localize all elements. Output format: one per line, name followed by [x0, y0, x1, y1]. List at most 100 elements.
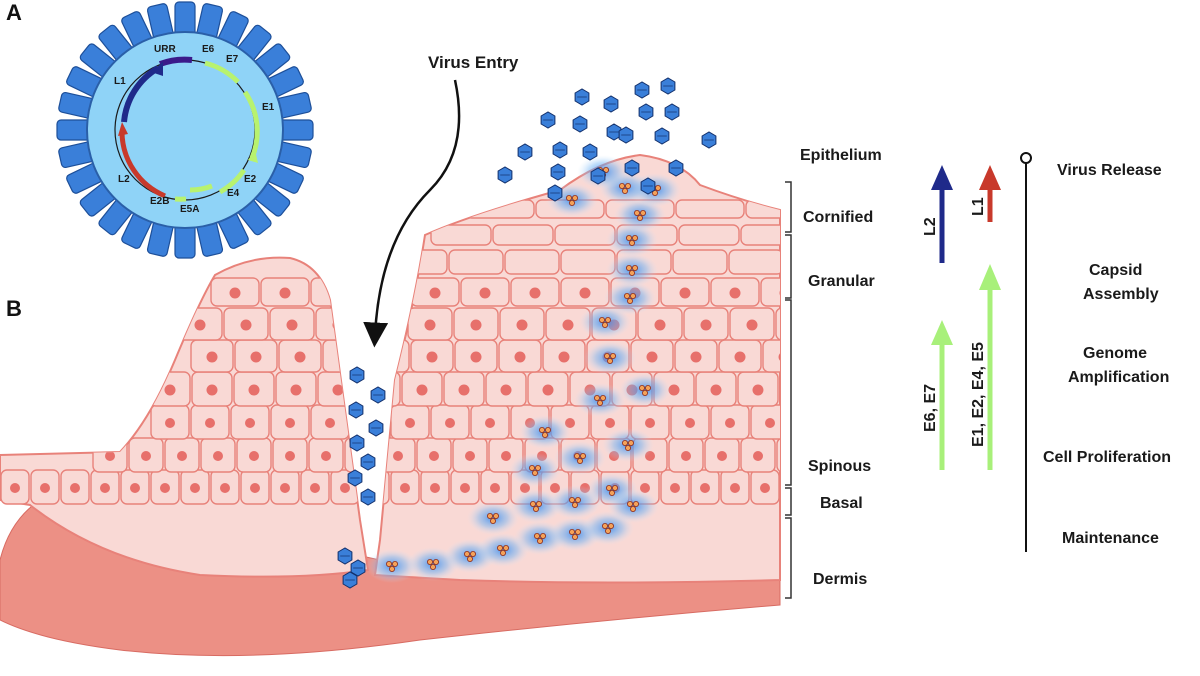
cell-nucleus [516, 319, 528, 331]
epithelial-cell [310, 277, 360, 307]
cell-nucleus [229, 287, 241, 299]
cell-nucleus [249, 451, 259, 461]
cell-nucleus [734, 351, 746, 363]
cell-nucleus [501, 451, 511, 461]
l2-arrowhead [118, 122, 128, 136]
expression-arrows [931, 165, 1001, 470]
e6-e7-arc [204, 60, 240, 84]
cell-nucleus [470, 351, 482, 363]
gene-l2-label: L2 [118, 174, 130, 185]
cell-nucleus [670, 483, 680, 493]
virus-particle [337, 547, 353, 565]
viral-genome-cluster [639, 384, 652, 396]
cell-nucleus [729, 287, 741, 299]
epithelial-cell [678, 224, 740, 246]
cell-nucleus [793, 320, 804, 331]
epithelial-cell [672, 249, 728, 275]
viral-genome-cluster [604, 352, 617, 364]
epithelial-cell [360, 277, 410, 307]
cell-nucleus [240, 319, 252, 331]
viral-genome-cluster [602, 523, 615, 535]
cell-nucleus [405, 418, 415, 428]
virus-particle [582, 143, 598, 161]
cell-nucleus [130, 483, 140, 493]
capsomere [174, 1, 196, 37]
virus-particle [660, 77, 676, 95]
virus-particle [640, 177, 656, 195]
layer-epithelium-label: Epithelium [800, 147, 882, 164]
cell-nucleus [485, 418, 495, 428]
cell-nucleus [340, 483, 350, 493]
panel-a-letter: A [6, 0, 22, 25]
stage-virus-release-label: Virus Release [1057, 162, 1162, 179]
cell-nucleus [280, 483, 290, 493]
cell-nucleus [646, 351, 658, 363]
infected-cell-glow [606, 253, 658, 287]
virus-particle [347, 469, 363, 487]
cell-nucleus [700, 483, 710, 493]
virus-particle [606, 123, 622, 141]
virus-entry-label: Virus Entry [428, 53, 519, 72]
epithelial-cell [775, 307, 780, 341]
cell-nucleus [579, 287, 591, 299]
cell-nucleus [753, 451, 763, 461]
viral-genome-cluster [463, 551, 476, 563]
virus-particle [634, 81, 650, 99]
infected-cell-glow [584, 341, 636, 375]
e2-arc [218, 168, 247, 195]
e6-e7-expression-label: E6, E7 [922, 384, 939, 432]
viral-genome-cluster [626, 264, 639, 276]
cell-nucleus [105, 451, 115, 461]
cell-nucleus [760, 483, 770, 493]
viral-genome-cluster [569, 496, 582, 508]
viral-genome-cluster [385, 561, 398, 573]
virus-particle [552, 141, 568, 159]
viral-genome-cluster [486, 513, 499, 525]
cell-nucleus [40, 483, 50, 493]
virus-particle [497, 166, 513, 184]
cell-nucleus [424, 319, 436, 331]
virus-particle [547, 184, 563, 202]
epithelial-cell [315, 307, 361, 341]
cell-nucleus [500, 384, 512, 396]
virus-particle [572, 115, 588, 133]
cell-nucleus [490, 483, 500, 493]
cell-nucleus [710, 384, 722, 396]
cell-nucleus [542, 384, 554, 396]
cell-nucleus [479, 287, 491, 299]
virus-particle [360, 488, 376, 506]
virus-particle [664, 103, 680, 121]
virus-particle [603, 95, 619, 113]
viral-genome-cluster [574, 452, 587, 464]
cell-nucleus [562, 319, 574, 331]
layer-dermis-label: Dermis [813, 571, 867, 588]
viral-genome-cluster [569, 529, 582, 541]
virus-particle [370, 386, 386, 404]
capsomere [56, 119, 92, 141]
virus-particle [638, 103, 654, 121]
viral-genome-cluster [496, 545, 509, 557]
epithelial-cell [430, 224, 492, 246]
viral-genome-cluster [624, 292, 637, 304]
gene-urr-label: URR [154, 44, 176, 55]
cell-nucleus [725, 418, 735, 428]
epithelial-cell [776, 437, 780, 473]
cell-nucleus [393, 451, 403, 461]
cell-nucleus [429, 451, 439, 461]
cell-nucleus [746, 319, 758, 331]
cell-nucleus [765, 418, 775, 428]
cell-nucleus [286, 319, 298, 331]
e4-arc [189, 183, 213, 193]
virus-particle [360, 453, 376, 471]
l2-arc [119, 131, 167, 199]
cell-nucleus [160, 483, 170, 493]
cell-nucleus [430, 483, 440, 493]
gene-e7-label: E7 [226, 54, 239, 65]
epithelial-cell [322, 339, 366, 373]
stage-capsid-label: Capsid [1089, 262, 1142, 279]
cell-nucleus [558, 351, 570, 363]
cell-nucleus [779, 287, 780, 299]
gene-e2b-label: E2B [150, 196, 169, 207]
stage-genome-label: Genome [1083, 345, 1147, 362]
epithelial-cells [0, 199, 804, 505]
